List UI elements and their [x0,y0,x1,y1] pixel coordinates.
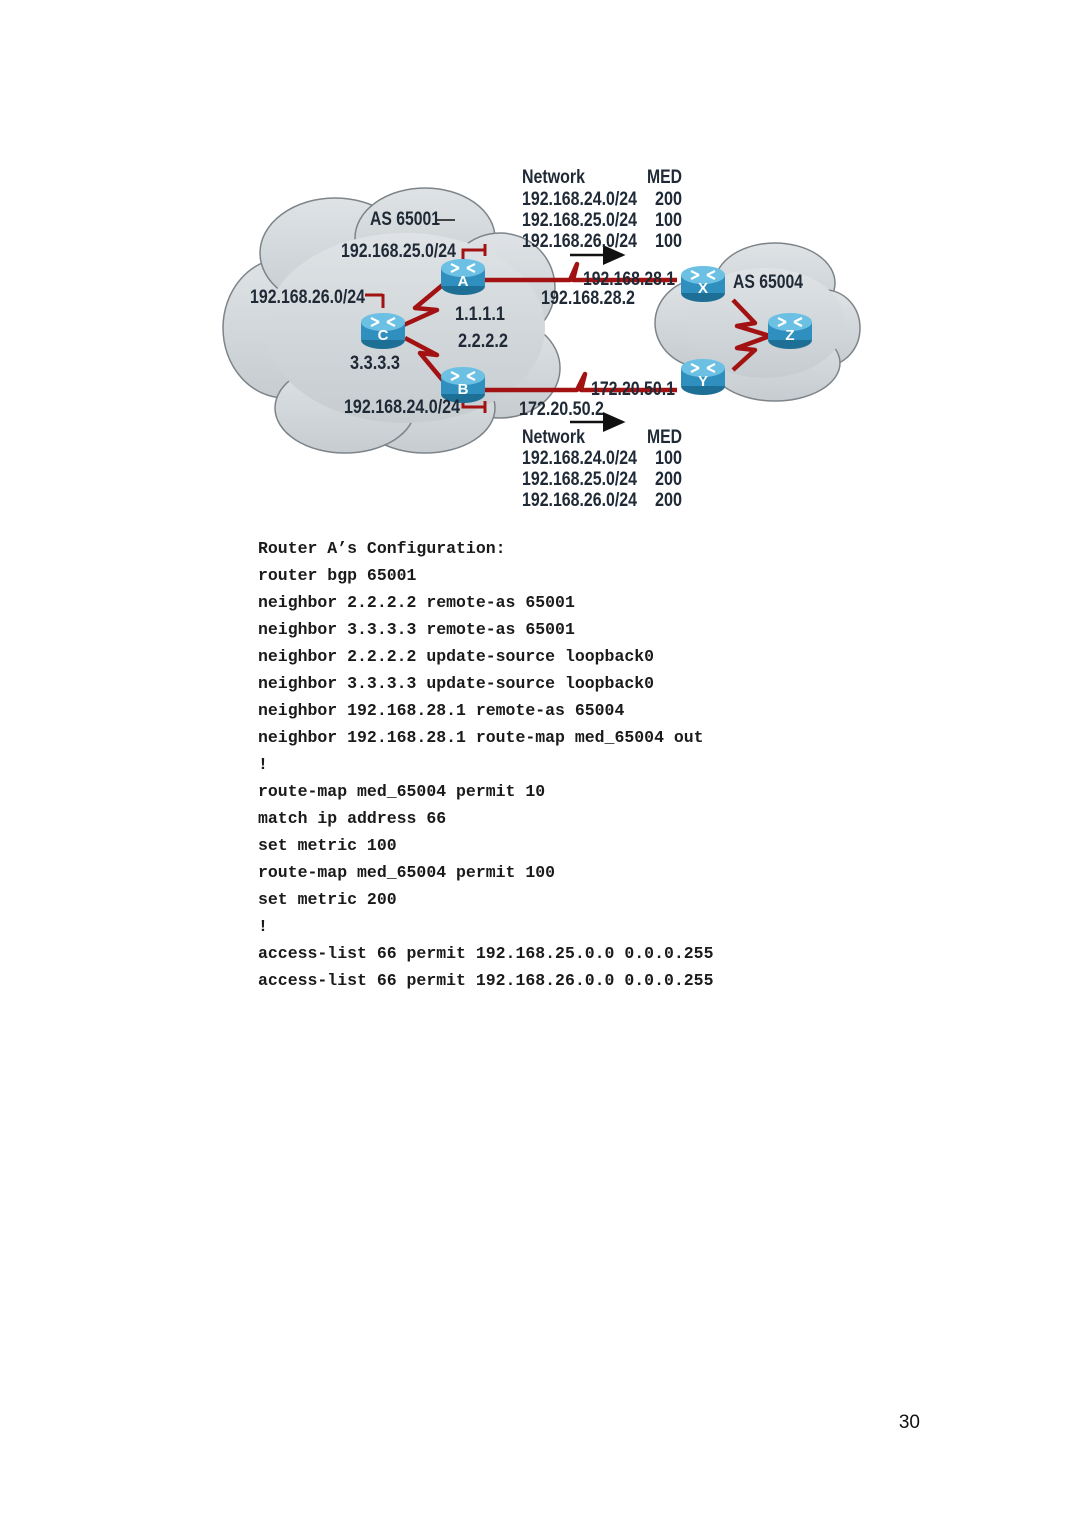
router-b: B [441,367,485,403]
top-table-row-med: 200 [655,189,682,210]
bottom-table-row-med: 200 [655,490,682,511]
link-b-c [403,336,447,385]
ip-y-side: 172.20.50.1 [591,379,675,400]
svg-text:Z: Z [785,327,794,344]
router-a: A [441,259,485,295]
loopback-c: 3.3.3.3 [350,353,400,374]
router-a-configuration: Router A’s Configuration: router bgp 650… [258,535,978,994]
page-number: 30 [898,1412,920,1433]
loopback-a: 1.1.1.1 [455,304,505,325]
config-line: neighbor 2.2.2.2 remote-as 65001 [258,593,575,612]
bottom-table-row-network: 192.168.25.0/24 [522,469,637,490]
svg-text:Y: Y [698,373,708,390]
config-line: neighbor 3.3.3.3 remote-as 65001 [258,620,575,639]
router-c: C [361,313,405,349]
config-line: ! [258,755,268,774]
bottom-table-row-network: 192.168.26.0/24 [522,490,637,511]
ip-b-side: 172.20.50.2 [519,399,604,420]
top-med-table: Network MED 192.168.24.0/24 200 192.168.… [522,167,682,252]
link-x-z [731,298,771,339]
svg-text:X: X [698,280,708,297]
as-65004-label: AS 65004 [733,272,803,293]
top-table-row-network: 192.168.26.0/24 [522,231,637,252]
config-line: neighbor 192.168.28.1 remote-as 65004 [258,701,625,720]
link-y-z [731,333,771,372]
svg-text:A: A [458,273,469,290]
config-line: route-map med_65004 permit 100 [258,863,556,882]
config-line: route-map med_65004 permit 10 [258,782,546,801]
bottom-table-header-network: Network [522,427,585,448]
top-table-header-network: Network [522,167,585,188]
stub-a-lan [461,248,485,263]
config-line: router bgp 65001 [258,566,417,585]
top-table-row-med: 100 [655,231,682,252]
bottom-med-table: Network MED 192.168.24.0/24 100 192.168.… [522,427,682,511]
link-a-c [396,281,447,331]
loopback-b: 2.2.2.2 [458,331,508,352]
bottom-table-row-network: 192.168.24.0/24 [522,448,637,469]
config-line: neighbor 3.3.3.3 update-source loopback0 [258,674,655,693]
config-line: ! [258,917,268,936]
network-label-a: 192.168.25.0/24 [341,241,456,262]
svg-text:C: C [378,327,389,344]
serial-links [396,261,771,393]
link-b-y [473,371,677,393]
ip-a-side: 192.168.28.2 [541,288,635,309]
bottom-table-header-med: MED [647,427,682,448]
config-line: Router A’s Configuration: [258,539,506,558]
bottom-table-row-med: 200 [655,469,682,490]
top-table-row-med: 100 [655,210,682,231]
as-65001-label: AS 65001 [370,209,440,230]
config-line: neighbor 2.2.2.2 update-source loopback0 [258,647,655,666]
config-line: set metric 200 [258,890,397,909]
top-table-header-med: MED [647,167,682,188]
config-line: match ip address 66 [258,809,447,828]
bottom-table-row-med: 100 [655,448,682,469]
config-line: set metric 100 [258,836,397,855]
top-table-row-network: 192.168.25.0/24 [522,210,637,231]
config-line: access-list 66 permit 192.168.25.0.0 0.0… [258,944,714,963]
network-label-b: 192.168.24.0/24 [344,397,460,418]
link-a-x [473,261,677,283]
router-z: Z [768,313,812,349]
config-line: access-list 66 permit 192.168.26.0.0 0.0… [258,971,714,990]
config-line: neighbor 192.168.28.1 route-map med_6500… [258,728,704,747]
router-y: Y [681,359,725,395]
top-table-row-network: 192.168.24.0/24 [522,189,637,210]
network-label-c: 192.168.26.0/24 [250,287,365,308]
svg-text:B: B [458,381,469,398]
ip-x-side: 192.168.28.1 [583,269,675,290]
bgp-med-network-diagram: A B C X Y Z AS 65001 AS 65004 [222,167,861,511]
router-x: X [681,266,725,302]
